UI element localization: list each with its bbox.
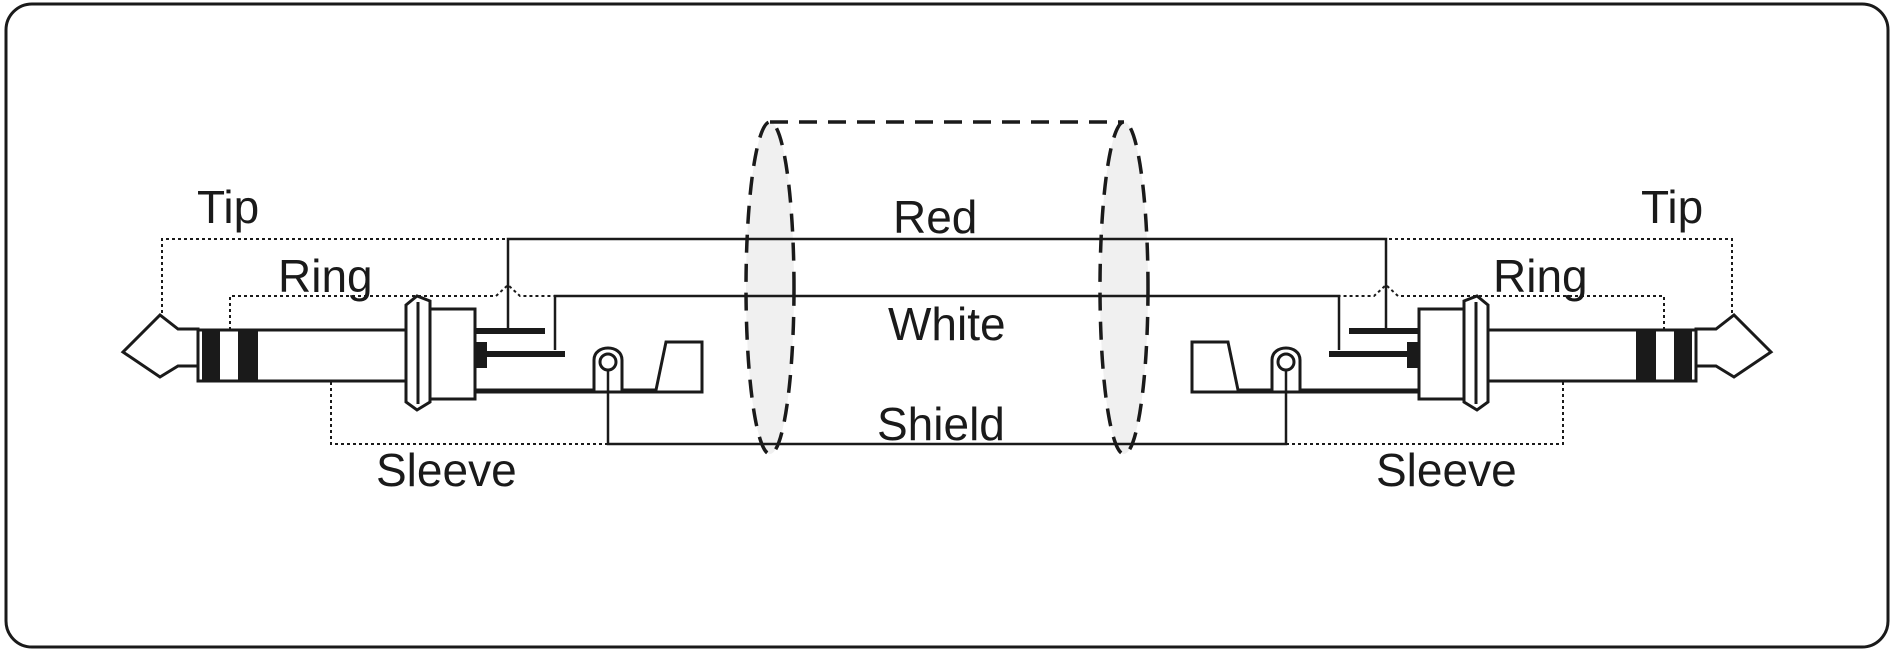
dotted-tip-left <box>161 238 508 325</box>
dotted-ring-left <box>229 283 555 330</box>
label-sleeve-left: Sleeve <box>376 444 517 496</box>
dotted-tip-right <box>1386 238 1733 325</box>
wire-red <box>506 237 1388 330</box>
label-tip-left: Tip <box>197 181 259 233</box>
wire-white <box>553 294 1341 350</box>
label-ring-right: Ring <box>1493 250 1588 302</box>
label-sleeve-right: Sleeve <box>1376 444 1517 496</box>
label-shield-wire: Shield <box>877 398 1005 450</box>
label-white-wire: White <box>888 298 1006 350</box>
wire-shield <box>606 370 1288 446</box>
trs-plug-right <box>1190 294 1774 412</box>
dotted-sleeve-right <box>1286 382 1564 445</box>
label-tip-right: Tip <box>1641 181 1703 233</box>
diagram-frame <box>4 2 1890 649</box>
label-ring-left: Ring <box>278 250 373 302</box>
dotted-ring-right <box>1339 283 1665 330</box>
cable-shield <box>744 120 1150 456</box>
dotted-sleeve-left <box>330 382 608 445</box>
trs-plug-left <box>120 294 704 412</box>
label-red-wire: Red <box>893 191 977 243</box>
